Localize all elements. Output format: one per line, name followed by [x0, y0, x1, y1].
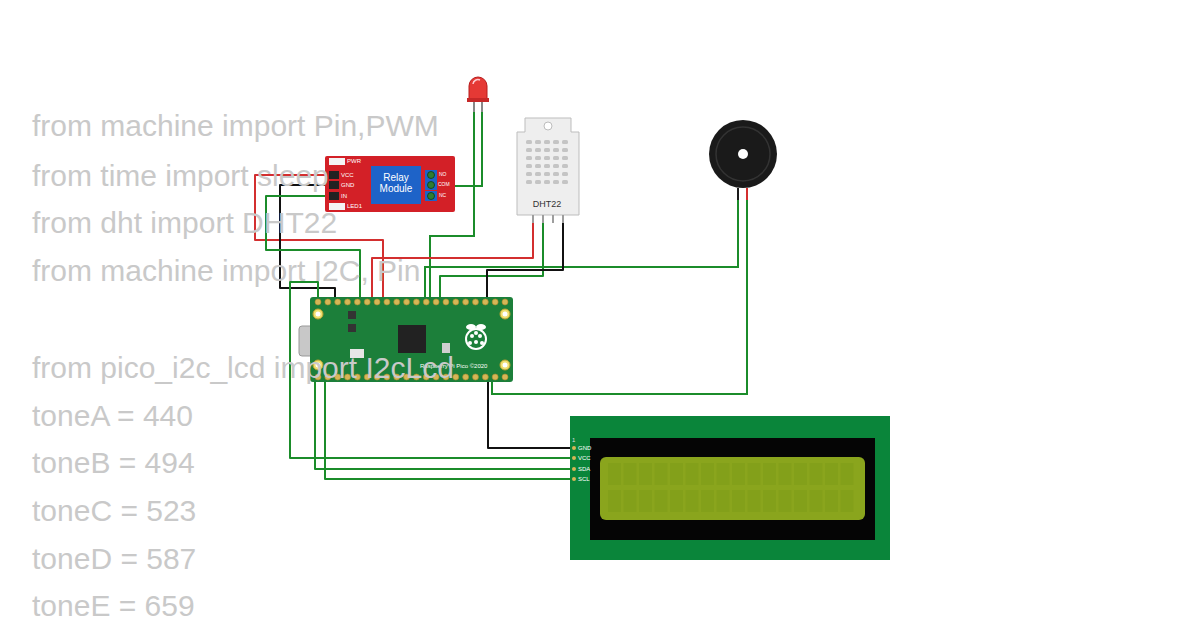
- pin-label: GND: [578, 445, 591, 451]
- pin-label: LED1: [347, 203, 362, 209]
- pin-label: SCL: [578, 476, 590, 482]
- pin-label: PWR: [347, 158, 361, 164]
- pin-label: DHT22: [517, 200, 577, 209]
- relay-module: PWR VCC GND INLED1 Relay Module NO COM NC: [325, 156, 455, 212]
- code-line: from dht import DHT22: [32, 208, 337, 238]
- wire: [372, 215, 533, 297]
- wire: [487, 215, 563, 297]
- pico-board: Raspberry Pi Pico ©2020: [310, 297, 513, 382]
- pin-label: COM: [438, 182, 450, 187]
- code-line: toneB = 494: [32, 448, 195, 478]
- pin-label: NO: [439, 172, 447, 177]
- code-line: from time import sleep: [32, 161, 329, 191]
- code-line: from machine import I2C, Pin: [32, 256, 420, 286]
- dht22-sensor: DHT22: [517, 118, 579, 215]
- buzzer-wire: [492, 200, 747, 394]
- pin-label: 1: [572, 437, 575, 443]
- wire: [325, 382, 570, 479]
- pin-label: SDA: [578, 466, 590, 472]
- board-marking: Raspberry Pi Pico ©2020: [420, 363, 487, 369]
- pin-label: NC: [439, 193, 446, 198]
- pin-label: VCC: [341, 172, 354, 178]
- wire: [440, 215, 543, 297]
- pin-label: IN: [341, 193, 347, 199]
- pin-label: VCC: [578, 455, 591, 461]
- code-line: toneE = 659: [32, 591, 195, 621]
- pin-label: GND: [341, 182, 354, 188]
- code-line: toneC = 523: [32, 496, 196, 526]
- lcd-display-outline: [570, 416, 890, 560]
- wire: [488, 382, 570, 448]
- buzzer: [709, 120, 777, 200]
- led: [467, 77, 489, 112]
- pico-board-outline: [310, 297, 513, 382]
- code-line: toneA = 440: [32, 401, 193, 431]
- lcd-display: 1GND VCC SDA SCL: [570, 416, 890, 560]
- buzzer-wire: [425, 200, 738, 297]
- code-line: toneD = 587: [32, 544, 196, 574]
- wire: [290, 282, 570, 458]
- pin-label: Relay Module: [372, 173, 420, 194]
- wire: [315, 382, 570, 469]
- code-line: from machine import Pin,PWM: [32, 111, 439, 141]
